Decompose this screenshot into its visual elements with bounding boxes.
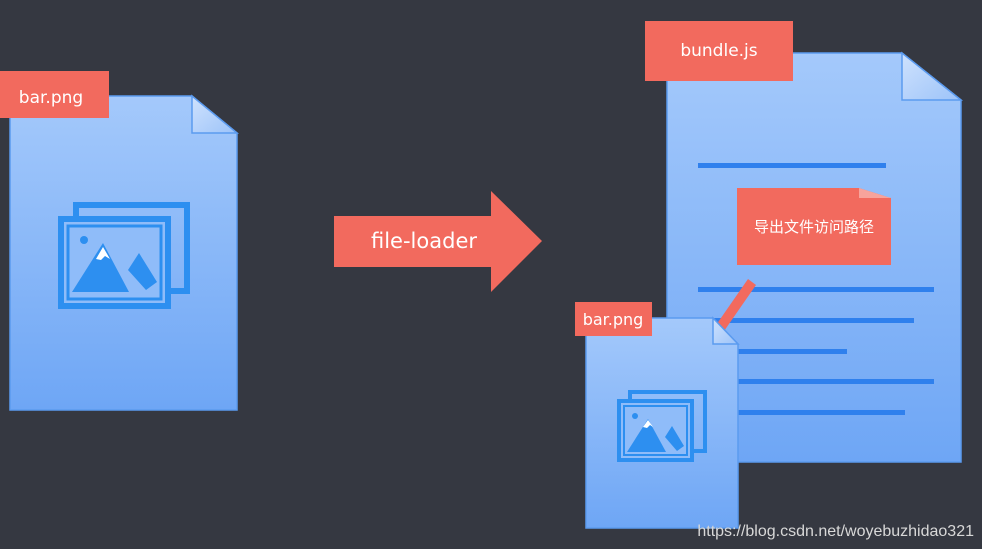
- bundle-code-lines: [698, 163, 934, 415]
- code-line: [698, 163, 886, 168]
- export-path-note-text: 导出文件访问路径: [754, 218, 874, 236]
- output-file-label-text: bar.png: [583, 310, 644, 329]
- source-file-document: [9, 94, 240, 411]
- code-line: [698, 410, 905, 415]
- output-file-label: bar.png: [575, 302, 652, 336]
- bundle-file-label: bundle.js: [645, 21, 793, 81]
- code-line: [698, 318, 914, 323]
- output-file-document: [585, 316, 740, 529]
- export-path-note: 导出文件访问路径: [737, 188, 891, 265]
- image-file-icon: [58, 202, 190, 309]
- loader-label-text: file-loader: [371, 229, 477, 253]
- arrow-right-icon: file-loader: [334, 191, 542, 292]
- source-file-label: bar.png: [0, 71, 109, 118]
- image-file-icon: [617, 390, 707, 462]
- code-line: [698, 379, 934, 384]
- source-file-label-text: bar.png: [19, 88, 83, 108]
- watermark-text: https://blog.csdn.net/woyebuzhidao321: [697, 523, 974, 540]
- bundle-file-label-text: bundle.js: [680, 41, 757, 61]
- code-line: [698, 287, 934, 292]
- code-line: [698, 349, 847, 354]
